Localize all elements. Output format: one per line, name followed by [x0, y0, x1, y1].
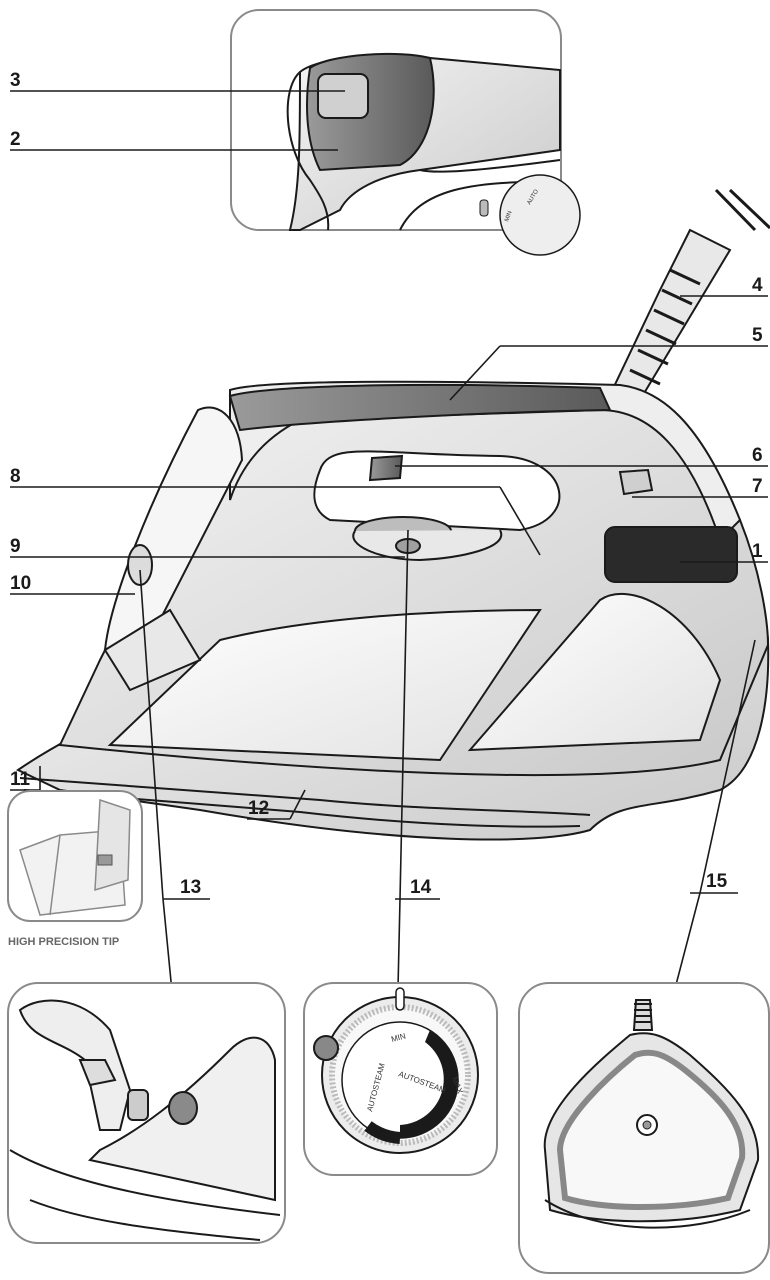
callout-11: 11 [10, 769, 31, 790]
callout-13: 13 [180, 877, 201, 898]
callout-9: 9 [10, 536, 21, 557]
callout-10: 10 [10, 573, 31, 594]
callout-1: 1 [752, 541, 763, 562]
callout-3: 3 [10, 70, 21, 91]
callout-7: 7 [752, 476, 763, 497]
callout-4: 4 [752, 275, 763, 296]
callout-14: 14 [410, 877, 432, 898]
leader-lines [10, 90, 768, 1106]
callout-5: 5 [752, 325, 763, 346]
callout-15: 15 [706, 871, 728, 892]
detail-panel-spray [7, 982, 286, 1244]
svg-text:MIN: MIN [504, 210, 513, 222]
callout-2: 2 [10, 129, 21, 150]
callout-6: 6 [752, 445, 763, 466]
tip-caption: HIGH PRECISION TIP [8, 936, 119, 948]
callout-labels: 3 2 4 5 6 8 7 9 1 10 11 12 13 14 15 [10, 70, 763, 898]
dial-min-label: MIN [390, 1031, 407, 1044]
callout-8: 8 [10, 466, 21, 487]
iron-main-illustration [16, 188, 770, 841]
callout-12: 12 [248, 798, 269, 819]
detail-panel-dial: MIN MAX AUTOSTEAM AUTOSTEAM [303, 982, 498, 1176]
detail-panel-tip [7, 790, 143, 922]
detail-panel-heel [518, 982, 770, 1274]
detail-panel-trigger: MIN AUTO [230, 9, 581, 256]
